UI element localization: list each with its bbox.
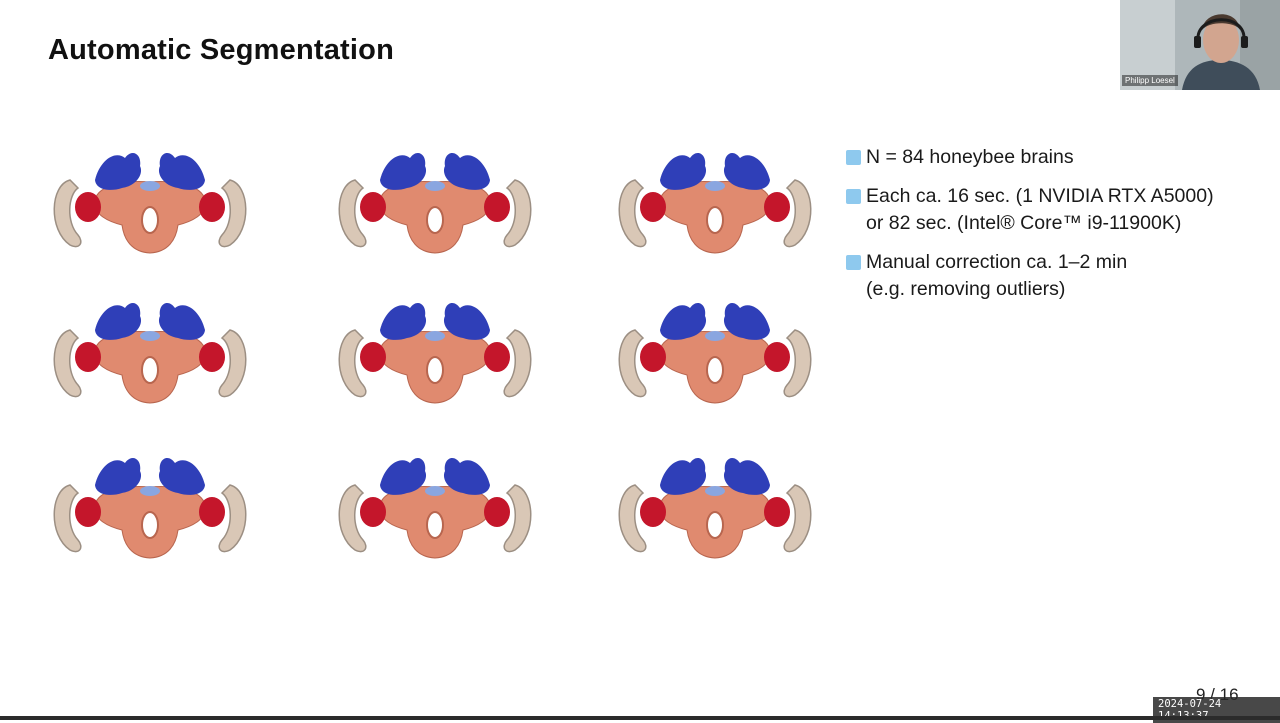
- brain-rendering-5: [325, 280, 545, 410]
- bullet-text-continued: or 82 sec. (Intel® Core™ i9-11900K): [866, 212, 1182, 234]
- brain-segmentation-grid: [40, 130, 830, 570]
- bullet-list: N = 84 honeybee brains Each ca. 16 sec. …: [846, 144, 1266, 315]
- brain-rendering-6: [605, 280, 825, 410]
- bullet-square-icon: [846, 255, 861, 270]
- brain-rendering-9: [605, 435, 825, 565]
- bullet-item-timing: Each ca. 16 sec. (1 NVIDIA RTX A5000) or…: [846, 183, 1266, 237]
- bullet-item-sample-size: N = 84 honeybee brains: [846, 144, 1266, 171]
- participant-name-label: Philipp Loesel: [1122, 75, 1178, 86]
- slide-title: Automatic Segmentation: [48, 34, 394, 66]
- brain-rendering-8: [325, 435, 545, 565]
- brain-rendering-7: [40, 435, 260, 565]
- bullet-text: Manual correction ca. 1–2 min: [866, 251, 1128, 273]
- bullet-text: N = 84 honeybee brains: [866, 146, 1074, 168]
- participant-avatar-icon: [1120, 0, 1280, 90]
- bullet-text-continued: (e.g. removing outliers): [866, 278, 1066, 300]
- bullet-square-icon: [846, 150, 861, 165]
- bullet-square-icon: [846, 189, 861, 204]
- bullet-item-manual-correction: Manual correction ca. 1–2 min (e.g. remo…: [846, 249, 1266, 303]
- brain-rendering-4: [40, 280, 260, 410]
- brain-rendering-3: [605, 130, 825, 260]
- brain-rendering-2: [325, 130, 545, 260]
- bottom-bar: [0, 716, 1280, 720]
- brain-rendering-1: [40, 130, 260, 260]
- bullet-text: Each ca. 16 sec. (1 NVIDIA RTX A5000): [866, 185, 1214, 207]
- participant-video-tile[interactable]: Philipp Loesel: [1120, 0, 1280, 90]
